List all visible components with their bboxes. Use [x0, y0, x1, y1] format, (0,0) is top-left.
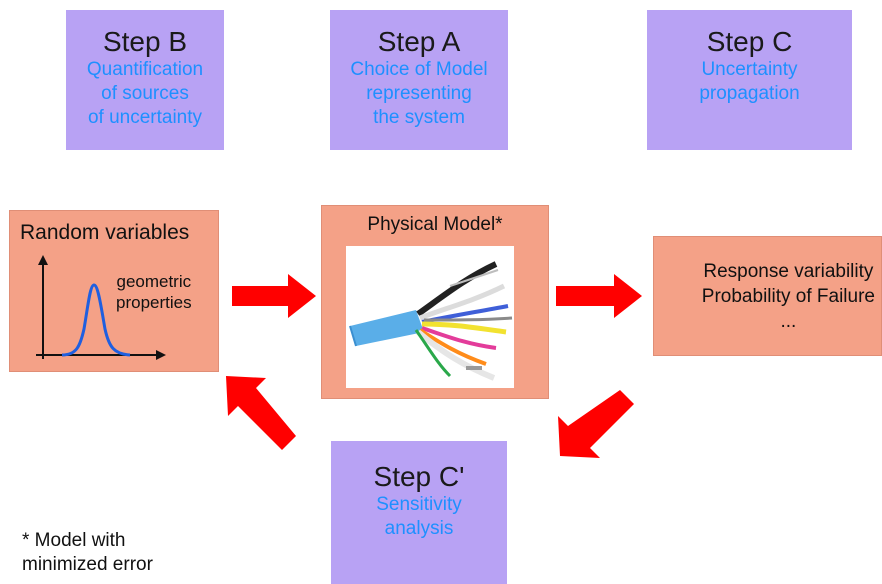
cable-icon: [349, 261, 513, 381]
step-a-title: Step A: [377, 26, 461, 57]
step-c-subtitle: Uncertainty propagation: [699, 59, 800, 104]
step-c-prime-box: Step C' Sensitivity analysis: [331, 441, 507, 584]
step-b-box: Step B Quantification of sources of unce…: [66, 10, 224, 150]
step-a-subtitle: Choice of Model representing the system: [350, 59, 488, 128]
step-c-prime-subtitle: Sensitivity analysis: [376, 494, 462, 539]
down-left-arrow-icon: [558, 390, 634, 458]
step-c-prime-title: Step C': [373, 461, 465, 492]
right-arrow-icon: [232, 274, 316, 318]
ellipsis-label: ...: [780, 311, 797, 332]
step-a-box: Step A Choice of Model representing the …: [330, 10, 508, 150]
step-b-subtitle: Quantification of sources of uncertainty: [86, 59, 204, 128]
physical-model-box: Physical Model*: [321, 205, 549, 399]
random-variables-box: Random variables geometric properties: [9, 210, 219, 372]
footnote: * Model with minimized error: [22, 529, 153, 577]
step-c-box: Step C Uncertainty propagation: [647, 10, 852, 150]
probability-of-failure-label: Probability of Failure: [701, 286, 875, 307]
multicore-cable-image: [346, 246, 514, 388]
random-variables-title: Random variables: [20, 221, 190, 244]
geometric-properties-label: geometric properties: [116, 272, 192, 312]
right-arrow-icon: [556, 274, 642, 318]
footnote-line-1: * Model with: [22, 530, 126, 551]
physical-model-title: Physical Model*: [367, 214, 503, 235]
footnote-line-2: minimized error: [22, 554, 153, 575]
up-left-arrow-icon: [226, 376, 296, 450]
response-box: Response variability Probability of Fail…: [653, 236, 882, 356]
step-b-title: Step B: [102, 26, 188, 57]
step-c-title: Step C: [706, 26, 793, 57]
gaussian-curve-icon: [36, 255, 166, 360]
response-text: Response variability Probability of Fail…: [702, 259, 875, 334]
response-variability-label: Response variability: [703, 261, 874, 282]
